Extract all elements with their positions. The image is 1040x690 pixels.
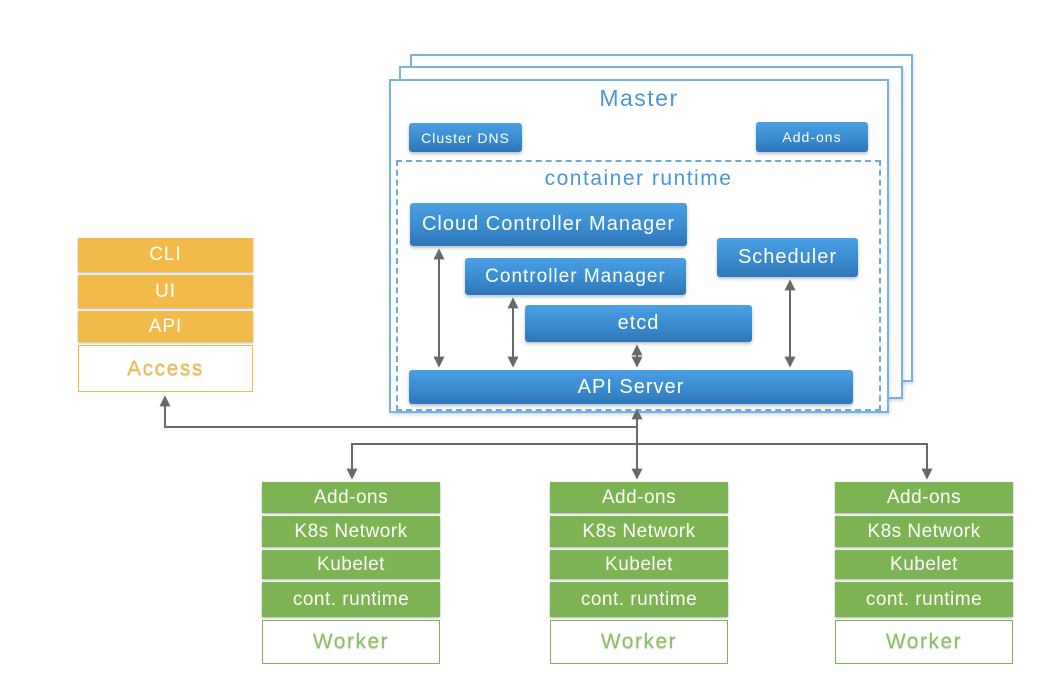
etcd-box: etcd [525,305,752,342]
scheduler-box: Scheduler [717,238,858,277]
worker-3-addons-label: Add-ons [886,486,962,508]
worker-2-k8s-network-row: K8s Network [550,516,728,547]
cli-label: CLI [149,244,182,265]
worker-3-kubelet-label: Kubelet [890,553,958,575]
worker-node-1: Add-ons K8s Network Kubelet cont. runtim… [262,482,440,664]
ui-label: UI [155,280,176,302]
controller-manager-label: Controller Manager [485,265,666,287]
access-group-label: Access [78,345,253,392]
cloud-controller-manager-label: Cloud Controller Manager [421,213,675,235]
worker-2-cont-runtime-label: cont. runtime [580,588,698,610]
access-item-api: API [78,311,253,342]
cloud-controller-manager-box: Cloud Controller Manager [410,203,687,246]
api-server-label: API Server [577,375,685,398]
worker-3-cont-runtime-label: cont. runtime [865,588,983,610]
worker-2-cont-runtime-row: cont. runtime [550,582,728,617]
worker-1-cont-runtime-label: cont. runtime [292,588,410,610]
etcd-label: etcd [617,312,660,334]
worker-node-3: Add-ons K8s Network Kubelet cont. runtim… [835,482,1013,664]
api-server-box: API Server [409,370,853,404]
worker-3-addons-row: Add-ons [835,482,1013,513]
container-runtime-title: container runtime [544,167,733,190]
worker-1-addons-label: Add-ons [313,486,389,508]
worker-1-k8s-network-row: K8s Network [262,516,440,547]
worker-3-group-label: Worker [835,620,1013,664]
worker-3-k8s-network-label: K8s Network [867,520,981,542]
worker-1-kubelet-label: Kubelet [317,553,385,575]
worker-1-addons-row: Add-ons [262,482,440,513]
access-label-text: Access [127,356,204,380]
api-label: API [148,315,183,337]
scheduler-label: Scheduler [737,246,838,268]
worker-3-cont-runtime-row: cont. runtime [835,582,1013,617]
access-item-cli: CLI [78,238,253,272]
worker-2-k8s-network-label: K8s Network [582,520,696,542]
worker-2-kubelet-row: Kubelet [550,550,728,579]
controller-manager-box: Controller Manager [465,258,686,295]
worker-1-group-label: Worker [262,620,440,664]
worker-3-k8s-network-row: K8s Network [835,516,1013,547]
master-addons-label: Add-ons [782,129,842,145]
master-addons-box: Add-ons [756,122,868,152]
master-title: Master [599,85,679,111]
cluster-dns-box: Cluster DNS [409,123,522,152]
worker-2-label-text: Worker [600,630,678,653]
worker-2-kubelet-label: Kubelet [605,553,673,575]
worker-2-addons-row: Add-ons [550,482,728,513]
worker-3-label-text: Worker [885,630,963,653]
worker-1-k8s-network-label: K8s Network [294,520,408,542]
worker-2-group-label: Worker [550,620,728,664]
worker-1-label-text: Worker [312,630,390,653]
worker-2-addons-label: Add-ons [601,486,677,508]
worker-node-2: Add-ons K8s Network Kubelet cont. runtim… [550,482,728,664]
worker-3-kubelet-row: Kubelet [835,550,1013,579]
worker-1-kubelet-row: Kubelet [262,550,440,579]
access-item-ui: UI [78,275,253,308]
cluster-dns-label: Cluster DNS [421,129,510,146]
worker-1-cont-runtime-row: cont. runtime [262,582,440,617]
